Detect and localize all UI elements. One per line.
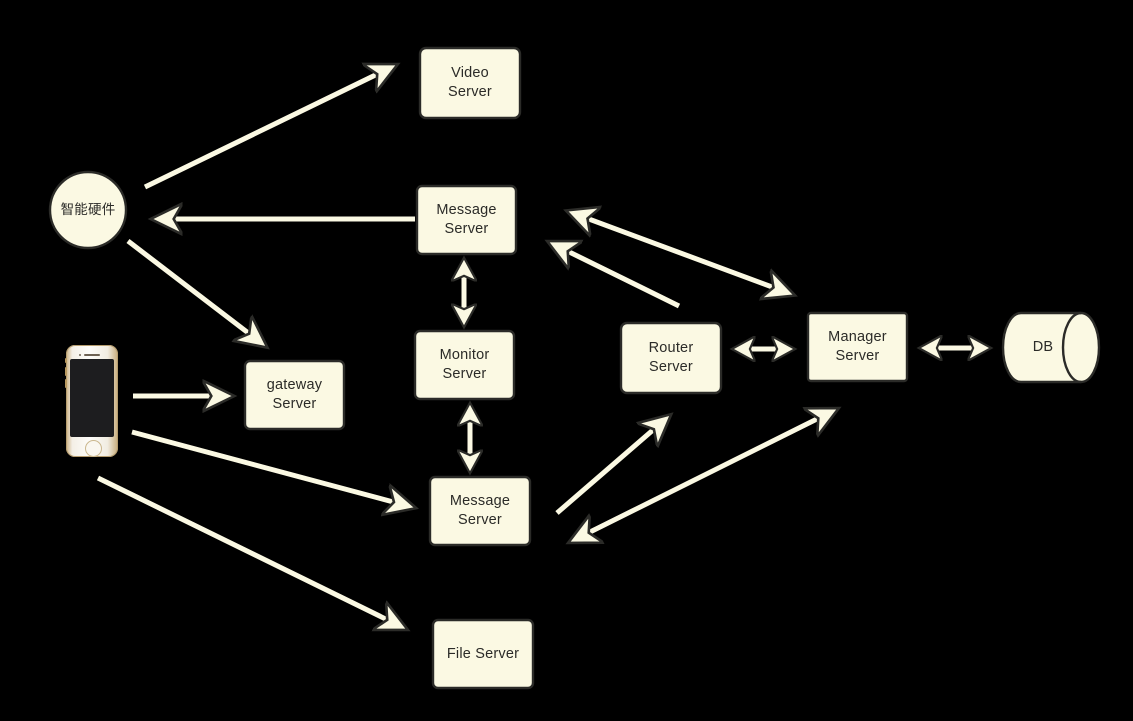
node-message-server-bottom[interactable]: [428, 475, 532, 547]
phone-volume-up-button: [64, 367, 67, 376]
edge-router-server-to-message-server-top: [551, 243, 681, 309]
phone-mute-switch: [64, 358, 67, 363]
edge-phone-to-message-server-bottom: [131, 429, 412, 507]
node-monitor-server[interactable]: [413, 329, 516, 401]
phone-earpiece-icon: [84, 353, 100, 356]
node-gateway-server[interactable]: [243, 359, 346, 431]
edge-message-server-bottom-to-manager-server: [572, 410, 835, 541]
phone-home-button: [84, 440, 102, 457]
edge-smart-hardware-to-video-server: [143, 66, 394, 190]
node-phone[interactable]: [64, 345, 118, 457]
node-manager-server[interactable]: [806, 311, 909, 383]
node-message-server-top[interactable]: [415, 184, 518, 256]
edge-message-server-bottom-to-router-server: [555, 417, 668, 515]
phone-front-camera-icon: [79, 353, 82, 356]
edge-phone-to-file-server: [96, 475, 404, 628]
node-video-server[interactable]: [418, 46, 522, 120]
node-router-server[interactable]: [619, 321, 723, 395]
node-db[interactable]: [1001, 311, 1101, 384]
edge-message-server-top-to-manager-server: [570, 212, 791, 294]
phone-screen: [70, 359, 114, 437]
node-file-server[interactable]: [431, 618, 535, 690]
node-smart-hardware[interactable]: [48, 170, 128, 250]
edge-smart-hardware-to-gateway-server: [126, 239, 264, 345]
phone-volume-down-button: [64, 379, 67, 388]
